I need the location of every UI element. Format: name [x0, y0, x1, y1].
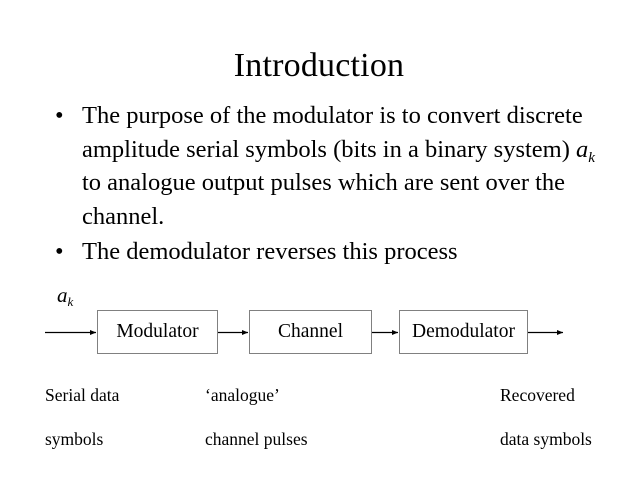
caption-analogue-pulses: ‘analogue’ channel pulses	[205, 362, 308, 472]
list-item: • The purpose of the modulator is to con…	[45, 99, 615, 233]
caption-line: ‘analogue’	[205, 385, 280, 405]
bullet-dot-icon: •	[55, 102, 64, 129]
list-item: • The demodulator reverses this process	[45, 235, 615, 269]
caption-line: data symbols	[500, 429, 592, 449]
caption-recovered-symbols: Recovered data symbols	[500, 362, 592, 472]
signal-label-ak: ak	[57, 283, 74, 310]
math-subscript: k	[67, 294, 74, 310]
diagram-block-demodulator: Demodulator	[399, 310, 528, 354]
caption-line: Recovered	[500, 385, 575, 405]
bullet-text-part: to analogue output pulses which are sent…	[82, 169, 566, 230]
math-symbol-ak: ak	[576, 135, 596, 166]
diagram-block-label: Demodulator	[412, 321, 515, 342]
bullet-text-part: The purpose of the modulator is to conve…	[82, 102, 583, 163]
math-base: a	[576, 135, 589, 163]
caption-line: channel pulses	[205, 429, 308, 449]
bullet-list: • The purpose of the modulator is to con…	[45, 99, 615, 269]
bullet-text: The purpose of the modulator is to conve…	[82, 99, 615, 233]
math-base: a	[57, 283, 68, 307]
bullet-text: The demodulator reverses this process	[82, 238, 458, 265]
diagram-block-label: Channel	[278, 321, 343, 342]
diagram-block-label: Modulator	[116, 321, 199, 342]
caption-line: Serial data	[45, 385, 120, 405]
diagram-block-channel: Channel	[249, 310, 372, 354]
caption-line: symbols	[45, 429, 104, 449]
math-subscript: k	[588, 148, 596, 166]
page-title: Introduction	[233, 47, 405, 84]
diagram-block-modulator: Modulator	[97, 310, 218, 354]
caption-serial-data: Serial data symbols	[45, 362, 119, 472]
bullet-dot-icon: •	[55, 238, 64, 265]
